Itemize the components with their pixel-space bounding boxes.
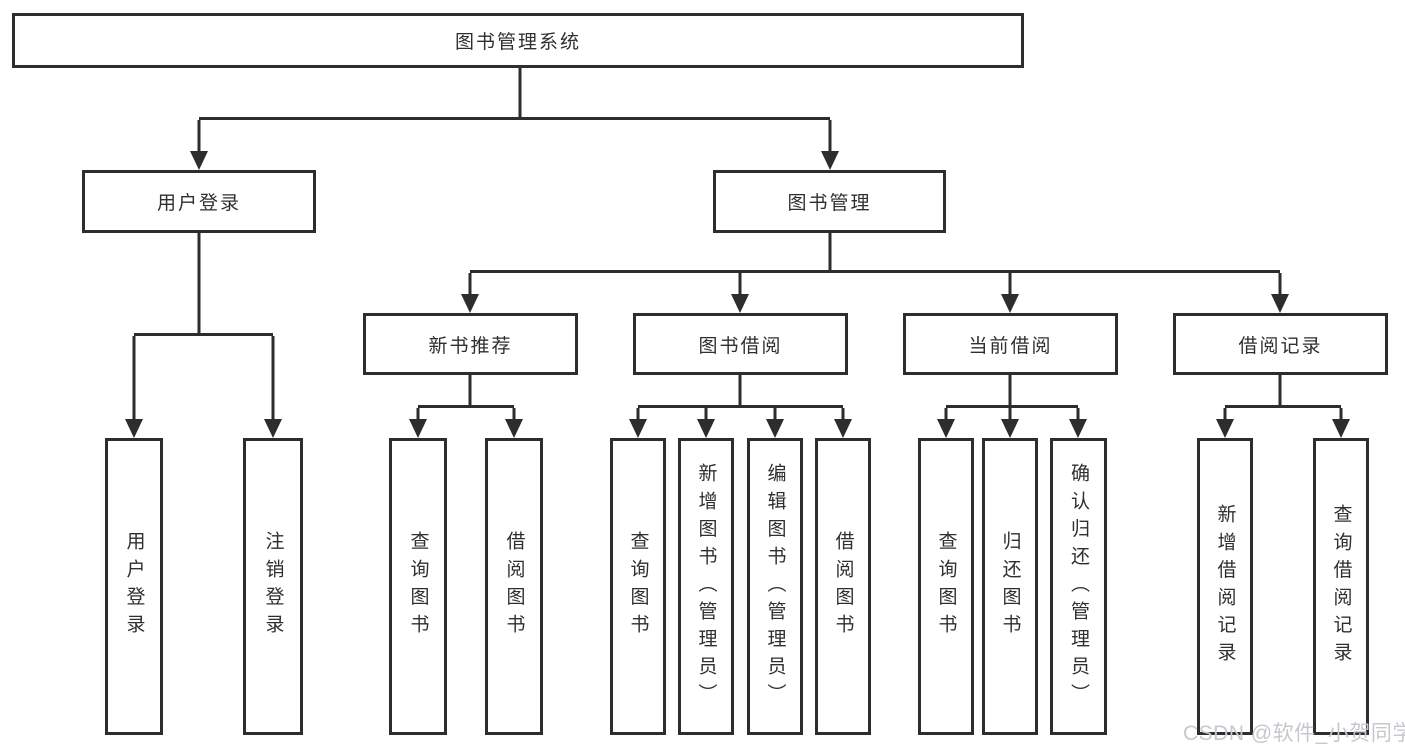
leaf-confirm-return-admin-label: 确认归还（管理员） [1068,462,1089,711]
leaf-return-books: 归还图书 [982,438,1038,735]
leaf-add-books-admin-label: 新增图书（管理员） [695,462,717,711]
node-new-book-recommend-label: 新书推荐 [428,335,513,357]
node-root: 图书管理系统 [12,13,1024,68]
csdn-watermark: CSDN @软件_小贺同学 [1183,722,1405,745]
node-root-label: 图书管理系统 [454,32,581,53]
leaf-query-books-borrow: 查询图书 [610,438,666,735]
leaf-return-books-label: 归还图书 [999,531,1021,642]
leaf-borrow-books-recommend: 借阅图书 [485,438,543,735]
node-user-login: 用户登录 [82,170,316,233]
leaf-query-books-recommend: 查询图书 [389,438,447,735]
leaf-confirm-return-admin: 确认归还（管理员） [1050,438,1107,735]
node-book-borrow-label: 图书借阅 [698,335,783,357]
leaf-query-borrow-record-label: 查询借阅记录 [1330,503,1352,670]
node-borrow-record-label: 借阅记录 [1238,335,1323,357]
leaf-add-borrow-record-label: 新增借阅记录 [1214,503,1236,670]
leaf-query-books-borrow-label: 查询图书 [627,531,649,642]
node-book-management: 图书管理 [713,170,946,233]
leaf-query-books-current: 查询图书 [918,438,974,735]
leaf-borrow-books-label: 借阅图书 [832,531,854,642]
leaf-user-login: 用户登录 [105,438,163,735]
leaf-logout: 注销登录 [243,438,303,735]
node-new-book-recommend: 新书推荐 [363,313,578,375]
leaf-query-borrow-record: 查询借阅记录 [1313,438,1369,735]
leaf-edit-books-admin: 编辑图书（管理员） [747,438,803,735]
leaf-add-borrow-record: 新增借阅记录 [1197,438,1253,735]
node-book-borrow: 图书借阅 [633,313,848,375]
leaf-borrow-books-recommend-label: 借阅图书 [503,531,525,642]
node-borrow-record: 借阅记录 [1173,313,1388,375]
leaf-logout-label: 注销登录 [262,531,284,642]
node-current-borrow-label: 当前借阅 [968,335,1053,357]
node-book-management-label: 图书管理 [787,193,872,214]
leaf-query-books-current-label: 查询图书 [935,531,957,642]
leaf-edit-books-admin-label: 编辑图书（管理员） [764,462,786,711]
leaf-borrow-books: 借阅图书 [815,438,871,735]
node-user-login-label: 用户登录 [156,193,241,214]
leaf-user-login-label: 用户登录 [123,531,145,642]
node-current-borrow: 当前借阅 [903,313,1118,375]
leaf-query-books-recommend-label: 查询图书 [407,531,429,642]
leaf-add-books-admin: 新增图书（管理员） [678,438,734,735]
